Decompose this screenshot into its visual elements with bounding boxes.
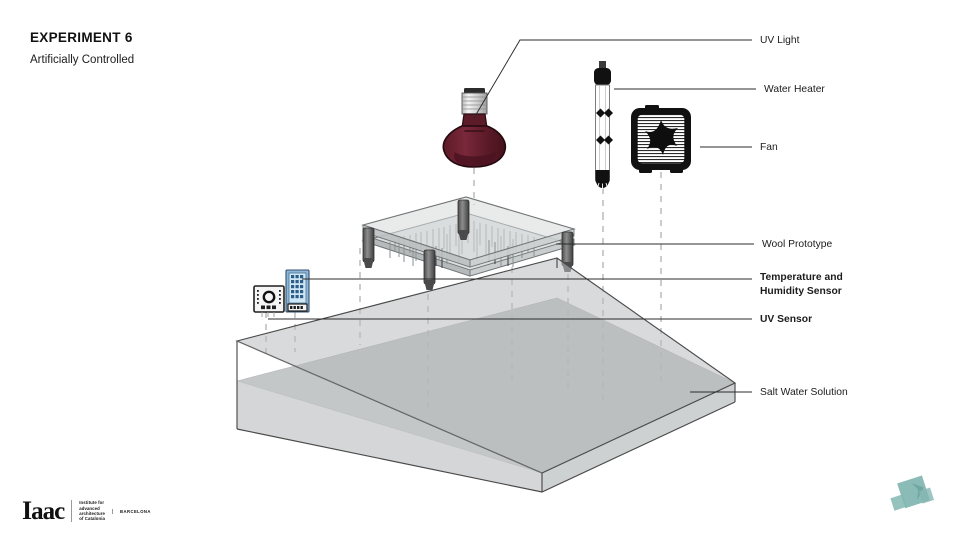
callout-label-salt-water-solution: Salt Water Solution [760,387,848,398]
page-title: EXPERIMENT 6 [30,30,133,45]
logo-letter-i: I [22,496,32,525]
callout-label-uv-light: UV Light [760,35,800,46]
iaac-logo: Iaac Institute for advanced architecture… [22,496,151,525]
callout-label-water-heater: Water Heater [764,84,825,95]
callout-label-wool-prototype: Wool Prototype [762,239,833,250]
uv-light-bulb [442,88,507,168]
fan-unit [631,105,691,173]
callout-label-temp-humidity-sensor: Temperature and Humidity Sensor [760,272,843,297]
logo-wordmark: Iaac [22,496,65,525]
temperature-humidity-sensor [285,269,310,313]
page-subtitle: Artificially Controlled [30,54,135,67]
logo-institute-text: Institute for advanced architecture of C… [71,500,105,522]
water-heater [594,61,613,189]
wool-prototype [361,196,576,290]
corner-decoration-icon [890,475,935,511]
uv-sensor-board [253,285,285,317]
salt-water-tank [235,257,737,493]
callout-label-uv-sensor: UV Sensor [760,314,813,325]
title-block: EXPERIMENT 6 Artificially Controlled [30,30,134,68]
callout-label-fan: Fan [760,142,778,153]
logo-letters-aac: aac [31,498,65,525]
logo-city-text: BARCELONA [112,508,151,514]
